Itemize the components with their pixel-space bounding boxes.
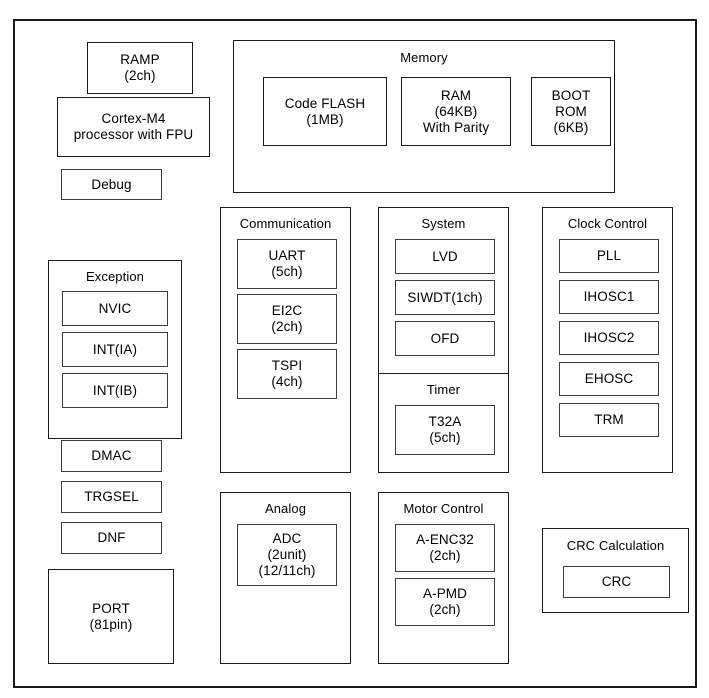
- block-code-flash-line2: (1MB): [306, 111, 344, 127]
- group-communication-title: Communication: [239, 216, 332, 231]
- group-exception-title: Exception: [86, 269, 144, 284]
- block-uart-line2: (5ch): [271, 264, 303, 279]
- group-clock-control: Clock Control PLL IHOSC1 IHOSC2 EHOSC TR…: [542, 207, 673, 473]
- block-code-flash: Code FLASH (1MB): [263, 77, 387, 146]
- block-ei2c-line2: (2ch): [271, 319, 303, 334]
- chip-outer-frame: RAMP (2ch) Cortex-M4 processor with FPU …: [13, 19, 697, 688]
- group-crc-calculation-title: CRC Calculation: [566, 538, 665, 553]
- block-boot-rom-line3: (6KB): [553, 119, 589, 135]
- group-motor-control-title: Motor Control: [403, 501, 484, 516]
- block-tspi: TSPI (4ch): [237, 349, 337, 399]
- block-tspi-line1: TSPI: [271, 358, 303, 373]
- block-ihosc2: IHOSC2: [559, 321, 659, 355]
- block-ramp-line1: RAMP: [120, 52, 160, 67]
- block-trgsel: TRGSEL: [61, 481, 162, 513]
- block-cortex-m4-line1: Cortex-M4: [101, 111, 166, 126]
- block-ram-line2: (64KB): [434, 103, 478, 119]
- block-a-pmd-line2: (2ch): [429, 602, 461, 617]
- block-a-enc32-line2: (2ch): [429, 548, 461, 563]
- block-adc-line1: ADC: [272, 531, 302, 546]
- block-tspi-line2: (4ch): [271, 374, 303, 389]
- block-pll-line1: PLL: [596, 248, 622, 263]
- block-trm-line1: TRM: [594, 412, 624, 427]
- block-int-ia-line1: INT(IA): [92, 341, 138, 357]
- group-crc-calculation: CRC Calculation CRC: [542, 528, 689, 613]
- block-trm: TRM: [559, 403, 659, 437]
- block-boot-rom: BOOT ROM (6KB): [531, 77, 611, 146]
- block-pll: PLL: [559, 239, 659, 273]
- block-t32a-line2: (5ch): [429, 430, 461, 445]
- block-ram-line3: With Parity: [422, 119, 490, 135]
- group-memory: Memory Code FLASH (1MB) RAM (64KB) With …: [233, 40, 615, 193]
- block-ram: RAM (64KB) With Parity: [401, 77, 511, 146]
- block-nvic-line1: NVIC: [98, 300, 132, 316]
- block-ramp-line2: (2ch): [124, 68, 156, 83]
- block-adc-line3: (12/11ch): [258, 563, 316, 578]
- block-a-enc32: A-ENC32 (2ch): [395, 524, 495, 572]
- block-lvd-line1: LVD: [432, 248, 458, 264]
- group-system: System LVD SIWDT(1ch) OFD: [378, 207, 509, 379]
- group-analog-title: Analog: [264, 501, 307, 516]
- block-dmac: DMAC: [61, 440, 162, 472]
- group-clock-control-title: Clock Control: [567, 216, 648, 231]
- group-communication: Communication UART (5ch) EI2C (2ch) TSPI…: [220, 207, 351, 473]
- block-ofd-line1: OFD: [430, 330, 460, 346]
- block-ehosc-line1: EHOSC: [584, 371, 634, 386]
- block-ei2c: EI2C (2ch): [237, 294, 337, 344]
- block-code-flash-line1: Code FLASH: [284, 95, 366, 111]
- group-timer-title: Timer: [426, 382, 461, 397]
- block-siwdt-line1: SIWDT(1ch): [407, 289, 483, 305]
- block-ihosc1: IHOSC1: [559, 280, 659, 314]
- block-dnf-line1: DNF: [97, 530, 126, 545]
- block-port: PORT (81pin): [48, 569, 174, 664]
- block-port-line1: PORT: [92, 600, 130, 616]
- block-int-ib: INT(IB): [62, 373, 168, 408]
- block-int-ia: INT(IA): [62, 332, 168, 367]
- group-analog: Analog ADC (2unit) (12/11ch): [220, 492, 351, 664]
- group-timer: Timer T32A (5ch): [378, 373, 509, 473]
- block-debug-line1: Debug: [91, 176, 132, 192]
- block-debug: Debug: [61, 169, 162, 200]
- block-ramp: RAMP (2ch): [87, 42, 193, 94]
- block-trgsel-line1: TRGSEL: [84, 489, 139, 504]
- block-dmac-line1: DMAC: [91, 448, 132, 463]
- group-memory-title: Memory: [400, 50, 448, 65]
- block-uart-line1: UART: [268, 248, 306, 263]
- block-ihosc2-line1: IHOSC2: [583, 330, 635, 345]
- block-nvic: NVIC: [62, 291, 168, 326]
- block-lvd: LVD: [395, 239, 495, 274]
- block-ram-line1: RAM: [440, 87, 472, 103]
- block-port-line2: (81pin): [89, 616, 133, 632]
- block-boot-rom-line2: ROM: [555, 103, 587, 119]
- block-ofd: OFD: [395, 321, 495, 356]
- block-t32a: T32A (5ch): [395, 405, 495, 455]
- block-boot-rom-line1: BOOT: [551, 87, 591, 103]
- block-a-enc32-line1: A-ENC32: [416, 532, 474, 547]
- group-exception: Exception NVIC INT(IA) INT(IB): [48, 260, 182, 439]
- block-crc-line1: CRC: [601, 574, 632, 589]
- block-t32a-line1: T32A: [428, 414, 462, 429]
- block-ihosc1-line1: IHOSC1: [583, 289, 635, 304]
- block-adc: ADC (2unit) (12/11ch): [237, 524, 337, 586]
- block-int-ib-line1: INT(IB): [92, 382, 138, 398]
- block-cortex-m4-line2: processor with FPU: [73, 127, 194, 142]
- group-motor-control: Motor Control A-ENC32 (2ch) A-PMD (2ch): [378, 492, 509, 664]
- block-crc: CRC: [563, 566, 670, 598]
- block-ei2c-line1: EI2C: [271, 303, 303, 318]
- block-dnf: DNF: [61, 522, 162, 554]
- block-adc-line2: (2unit): [267, 547, 307, 562]
- block-a-pmd: A-PMD (2ch): [395, 578, 495, 626]
- block-ehosc: EHOSC: [559, 362, 659, 396]
- group-system-title: System: [421, 216, 466, 231]
- block-siwdt: SIWDT(1ch): [395, 280, 495, 315]
- block-cortex-m4: Cortex-M4 processor with FPU: [57, 97, 210, 157]
- block-uart: UART (5ch): [237, 239, 337, 289]
- block-a-pmd-line1: A-PMD: [423, 586, 467, 601]
